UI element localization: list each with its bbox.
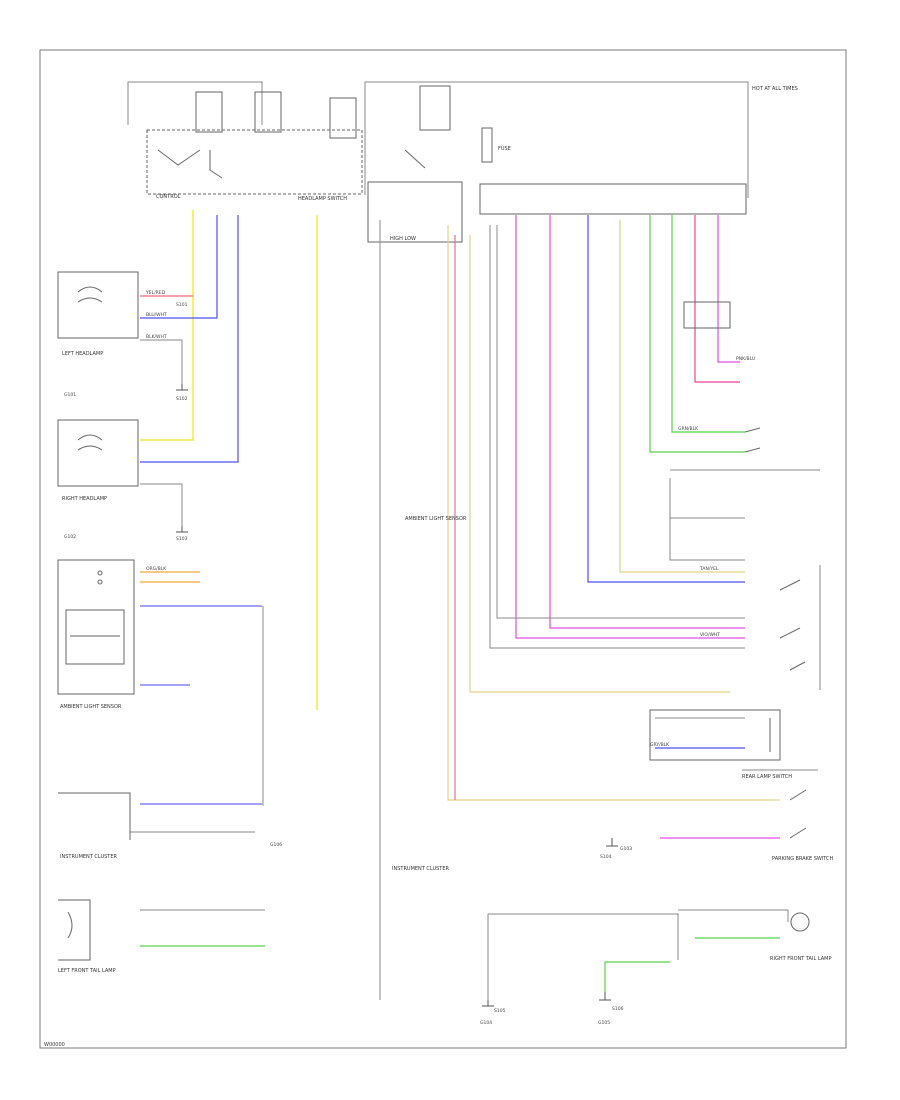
switch-5: [789, 661, 806, 671]
switch-3: [779, 579, 801, 591]
splice-4: S104: [600, 854, 612, 860]
headlamp-switch-box: [146, 129, 363, 195]
wire-yellow-4: [447, 225, 780, 801]
ground-label-4: G104: [480, 1020, 492, 1026]
fuse-block-2: [254, 91, 282, 133]
ground-symbol-2: [176, 526, 188, 533]
rear-lamp-switch-label: REAR LAMP SWITCH: [742, 774, 792, 780]
wire-magenta-1: [515, 215, 745, 639]
hot-at-all-times-label: HOT AT ALL TIMES: [752, 86, 798, 92]
left-headlamp-box: [57, 271, 139, 339]
ground-symbol-1: [176, 384, 188, 391]
top-power-section: CONTROL HEADLAMP SWITCH HOT AT ALL TIMES…: [127, 81, 798, 243]
splice-3: S103: [176, 536, 188, 542]
left-components: LEFT HEADLAMP RIGHT HEADLAMP AMBIENT LIG…: [57, 271, 188, 974]
wire-label-tan: TAN/YEL: [699, 566, 719, 572]
wire-yellow-3: [619, 220, 745, 573]
wire-labels: YEL/RED BLU/WHT BLK/WHT GRN/BLK PNK/BLU …: [145, 290, 755, 748]
wire-label-yel: YEL/RED: [145, 290, 166, 296]
right-headlamp-box: [57, 419, 139, 487]
instrument-cluster-mid-label: INSTRUMENT CLUSTER: [392, 866, 450, 872]
left-front-lamp-label: LEFT FRONT TAIL LAMP: [58, 968, 116, 974]
wire-blue-2: [140, 215, 239, 463]
wire-label-blu: BLU/WHT: [146, 312, 167, 318]
instrument-cluster-label: INSTRUMENT CLUSTER: [60, 854, 118, 860]
switch-6: [789, 789, 807, 801]
fuse-block-5: [481, 127, 493, 163]
right-front-lamp-label: RIGHT FRONT TAIL LAMP: [770, 956, 831, 962]
fuse-block-3: [329, 97, 357, 139]
splice-6: S106: [612, 1006, 624, 1012]
wire-label-blk: BLK/WHT: [146, 334, 167, 340]
wire-label-vio: VIO/WHT: [700, 632, 720, 638]
wire-label-org: ORG/BLK: [146, 566, 167, 572]
ambient-sensor-label: AMBIENT LIGHT SENSOR: [60, 704, 122, 710]
right-components: REAR LAMP SWITCH PARKING BRAKE SWITCH RI…: [482, 301, 834, 1007]
ground-labels: G101 G102 G103 G104 G105 G106: [64, 392, 632, 1026]
high-low-label: HIGH LOW: [390, 236, 416, 242]
ground-label-3: G103: [620, 846, 632, 852]
wire-magenta-2: [549, 215, 745, 629]
wire-magenta-3: [717, 215, 740, 363]
left-headlamp-label: LEFT HEADLAMP: [62, 351, 103, 357]
diagram-frame: [39, 49, 847, 1049]
ground-symbol-4: [482, 1000, 494, 1007]
wire-yellow-1: [140, 210, 194, 441]
control-label: CONTROL: [156, 194, 181, 200]
wire-green-2: [671, 215, 745, 433]
wires: [130, 210, 788, 1000]
wire-blue-1: [140, 215, 218, 319]
cluster-module-box: [367, 181, 463, 243]
ambient-sensor-box: [57, 559, 135, 695]
splice-2: S102: [176, 396, 188, 402]
fuse-label: FUSE: [498, 146, 511, 152]
wire-magenta-4: [694, 215, 740, 383]
fuse-block-1: [195, 91, 223, 133]
ground-label-5: G105: [598, 1020, 610, 1026]
headlamp-switch-label: HEADLAMP SWITCH: [298, 196, 347, 202]
right-headlamp-label: RIGHT HEADLAMP: [62, 496, 107, 502]
switch-4: [779, 627, 801, 639]
ground-label-6: G106: [270, 842, 282, 848]
rear-lamp-switch-box: [649, 709, 781, 761]
ambient-label-mid: AMBIENT LIGHT SENSOR: [405, 516, 467, 522]
ground-symbol-5: [599, 992, 611, 1001]
switch-1: [744, 427, 761, 433]
parking-brake-label: PARKING BRAKE SWITCH: [772, 856, 834, 862]
right-connector-box: [683, 301, 731, 329]
ground-label-2: G102: [64, 534, 76, 540]
corner-id: W00000: [44, 1042, 65, 1048]
wire-green-4: [604, 961, 670, 992]
ground-symbol-3: [606, 838, 618, 847]
wire-label-gry: GRY/BLK: [650, 742, 670, 748]
right-front-lamp-symbol: [790, 912, 810, 932]
switch-7: [789, 827, 807, 839]
splice-5: S105: [494, 1008, 506, 1014]
wire-label-pnk: PNK/BLU: [736, 356, 755, 362]
fuse-block-4: [419, 85, 451, 131]
wire-yellow-5: [469, 235, 730, 693]
splice-labels: S101 S102 S103 S104 S105 S106: [176, 302, 624, 1014]
body-module-box: [479, 183, 747, 215]
wire-blue-3: [587, 215, 745, 583]
splice-1: S101: [176, 302, 188, 308]
switch-2: [744, 447, 761, 453]
wire-label-grn: GRN/BLK: [678, 426, 699, 432]
wire-green-1: [649, 215, 745, 453]
ground-label-1: G101: [64, 392, 76, 398]
